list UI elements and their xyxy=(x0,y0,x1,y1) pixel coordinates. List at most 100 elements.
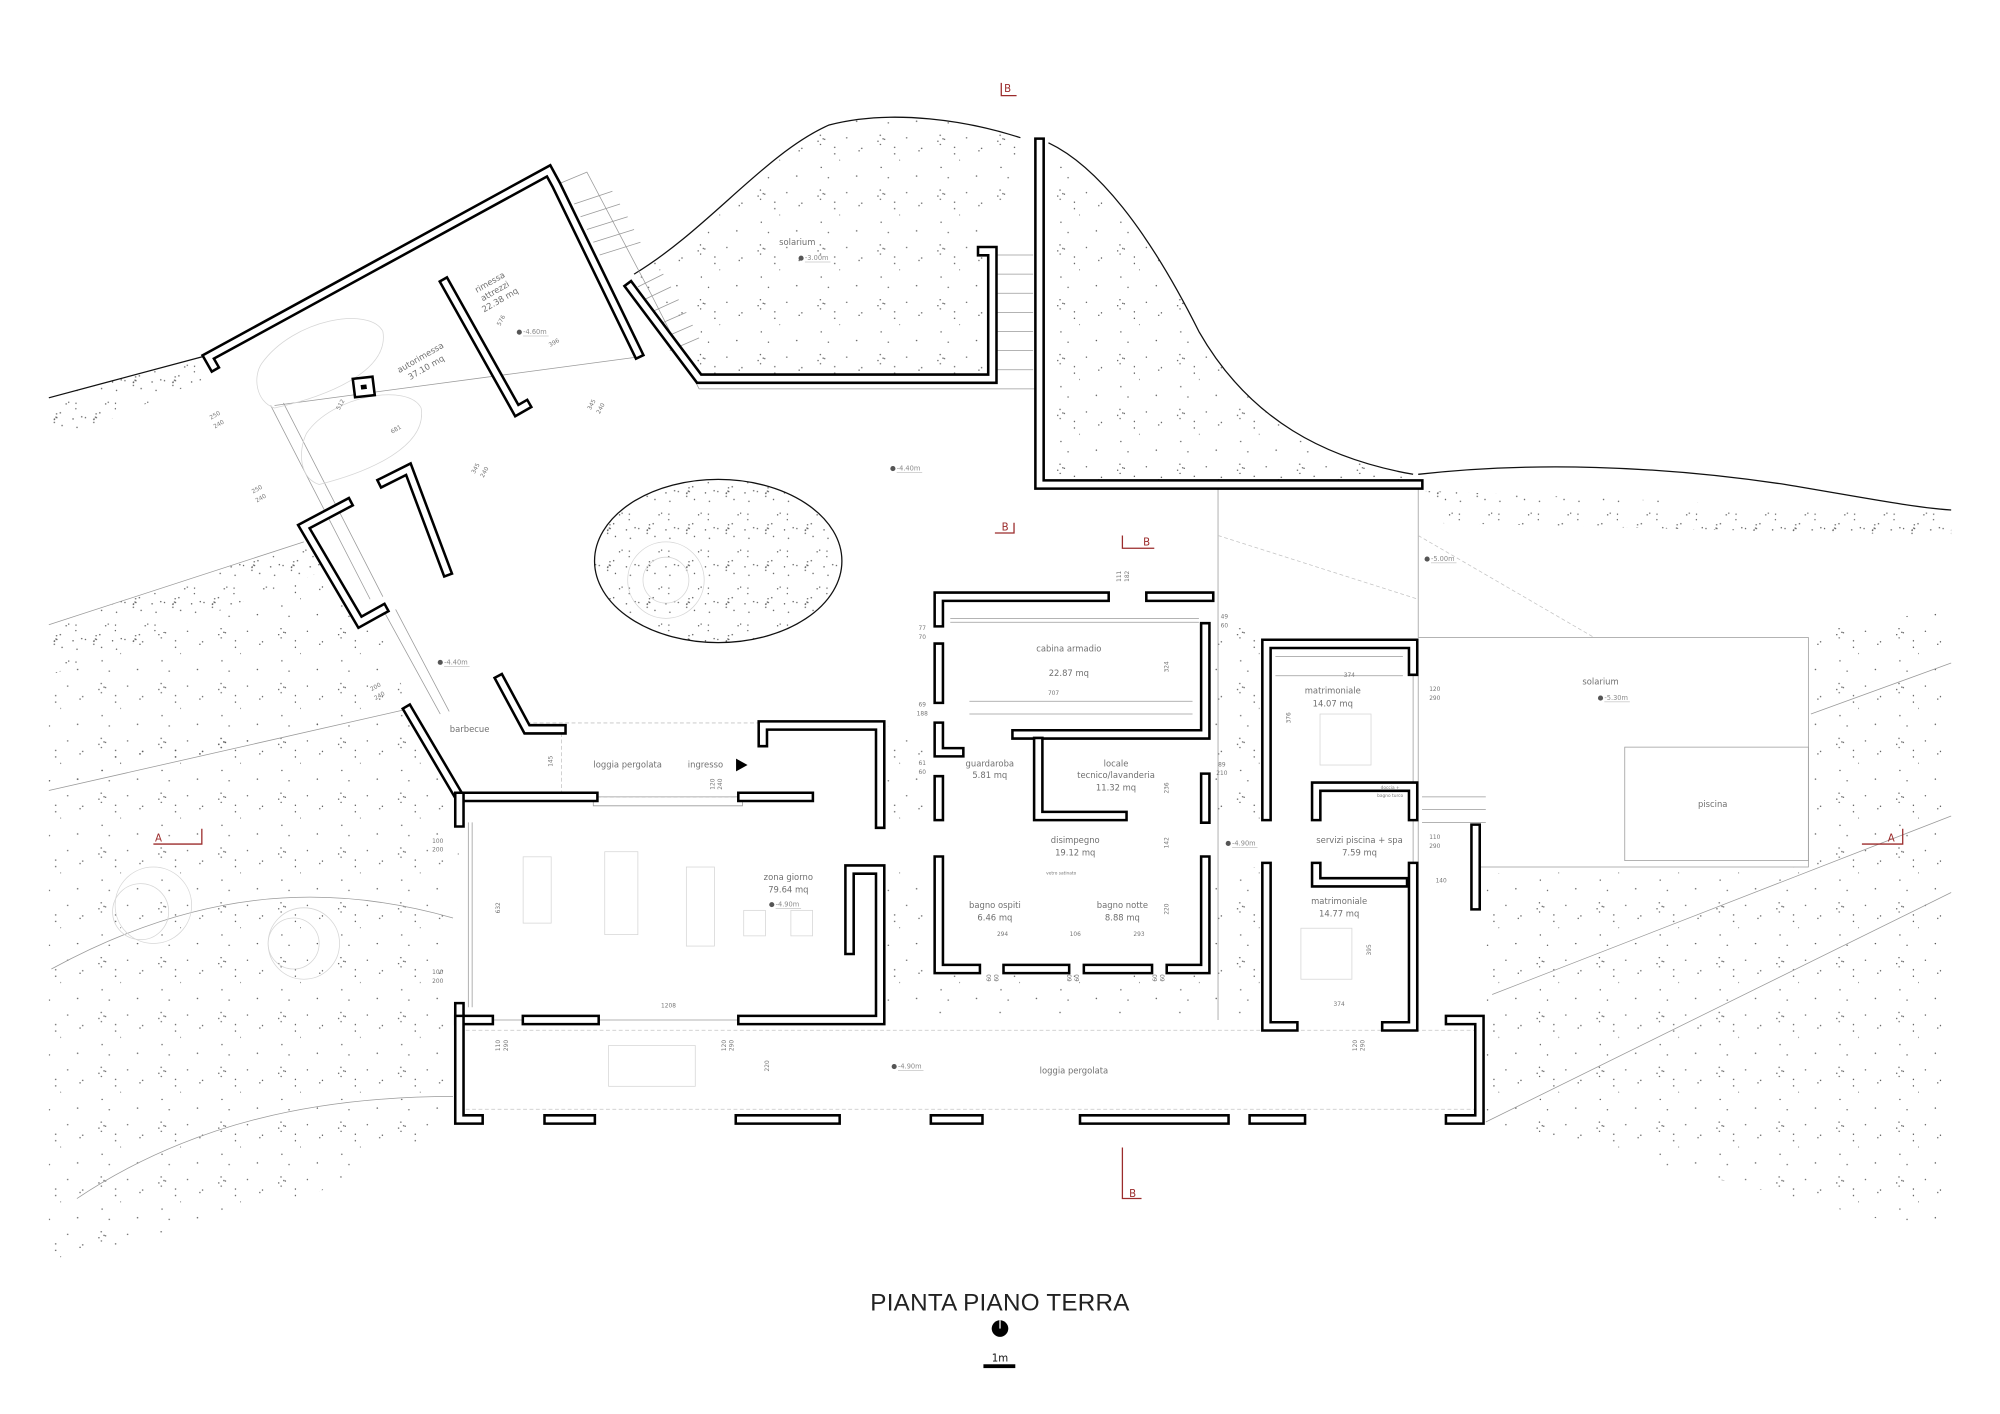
dimension-value: 110 xyxy=(496,1040,502,1051)
wall-inner xyxy=(1313,783,1416,819)
dimension-value: 250 xyxy=(251,484,264,495)
dimension-value: 60 xyxy=(1221,623,1229,629)
dimension-value: 111 xyxy=(1117,570,1123,581)
section-markers: B B B B A A xyxy=(153,82,1904,1200)
room-area: 8.88 mq xyxy=(1105,913,1140,923)
dimension-value: 200 xyxy=(432,848,443,854)
dimension-value: 345 xyxy=(587,398,598,411)
wall-inner xyxy=(204,166,642,370)
dimension-value: 69 xyxy=(918,702,926,708)
label-loggia: loggia pergolata xyxy=(1040,1066,1109,1076)
north-arrow-icon xyxy=(991,1320,1009,1337)
section-marker-b: B xyxy=(1143,538,1150,549)
dimension-value: 120 xyxy=(1429,687,1440,693)
room-name: matrimoniale xyxy=(1311,896,1367,906)
room-name: servizi piscina + spa xyxy=(1316,835,1402,845)
dimension-value: 293 xyxy=(1133,932,1144,938)
wall-inner xyxy=(1013,624,1209,738)
wall-inner xyxy=(935,723,963,756)
dimension-value: 240 xyxy=(213,419,226,430)
elevation-marker: -4.90m xyxy=(891,1062,924,1071)
dimension-value: 240 xyxy=(255,493,268,504)
bed-wall-south xyxy=(1261,861,1299,1032)
label-doccia: bagno turco xyxy=(1377,793,1403,799)
wall-inner xyxy=(354,378,374,396)
dimension-value: 106 xyxy=(1070,932,1081,938)
section-marker-b: B xyxy=(1002,522,1009,533)
wall-inner xyxy=(935,857,979,972)
wall-inner xyxy=(1263,641,1416,819)
living-wall-right xyxy=(737,864,886,1026)
bed-wall-south-east xyxy=(1380,861,1419,1032)
elevation-value: -4.90m xyxy=(776,901,800,909)
elevation-value: -4.60m xyxy=(523,328,547,336)
elevation-marker: -4.40m xyxy=(437,658,470,667)
wall-inner xyxy=(626,248,996,382)
drawing-title: PIANTA PIANO TERRA xyxy=(870,1290,1130,1317)
wall-inner xyxy=(379,465,451,575)
dimension-value: 240 xyxy=(373,691,386,702)
dimension-value: 707 xyxy=(1048,691,1059,697)
dimension-value: 220 xyxy=(1164,903,1170,914)
elevation-marker-icon xyxy=(1225,840,1231,846)
scale-label: 1m xyxy=(992,1354,1008,1365)
dimension-value: 290 xyxy=(504,1040,510,1051)
label-loggia: loggia pergolata xyxy=(593,760,662,770)
room-name: locale xyxy=(1104,758,1129,768)
dimension-value: 294 xyxy=(997,932,1008,938)
room-area: 6.46 mq xyxy=(977,913,1012,923)
elevation-value: -5.30m xyxy=(1604,694,1628,702)
room-area: 5.81 mq xyxy=(972,770,1007,780)
garage-wall-north xyxy=(200,163,646,374)
dimensions: 5763965126812502402502403452403452402002… xyxy=(209,314,1447,1071)
room-area: 7.59 mq xyxy=(1342,848,1377,858)
entry-box-wall xyxy=(757,720,886,830)
room-area: 11.32 mq xyxy=(1096,783,1136,793)
room-name: zona giorno xyxy=(764,872,813,882)
scale-bar xyxy=(983,1364,1016,1369)
dimension-value: 182 xyxy=(1125,570,1131,581)
elevation-value: -4.90m xyxy=(898,1062,922,1070)
section-marker-b: B xyxy=(1129,1189,1136,1200)
elevation-marker-icon xyxy=(437,659,443,665)
dimension-value: 240 xyxy=(480,466,491,479)
label-piscina: piscina xyxy=(1698,799,1728,809)
room-area: 14.07 mq xyxy=(1313,698,1353,708)
room-name: bagno ospiti xyxy=(969,900,1021,910)
room-name: disimpegno xyxy=(1051,835,1100,845)
elevation-value: -3.00m xyxy=(805,254,829,262)
section-marker-a: A xyxy=(1888,834,1895,845)
elevation-marker: -4.60m xyxy=(516,328,549,337)
wall-inner xyxy=(1035,739,1126,819)
section-marker-a: A xyxy=(155,834,162,845)
room-area: 19.12 mq xyxy=(1055,848,1095,858)
dimension-value: 290 xyxy=(730,1040,736,1051)
dimension-value: 1208 xyxy=(661,1003,676,1009)
dimension-value: 188 xyxy=(917,711,928,717)
elevation-marker-icon xyxy=(890,466,896,472)
wall-inner xyxy=(1383,864,1416,1030)
walls xyxy=(200,137,1485,1125)
dimension-value: 120 xyxy=(710,778,716,789)
dimension-value: 60 xyxy=(918,770,926,776)
elevation-marker-icon xyxy=(891,1064,897,1070)
dimension-value: 395 xyxy=(1367,944,1373,955)
elevation-marker: -5.30m xyxy=(1597,694,1630,703)
dimension-value: 240 xyxy=(596,402,607,415)
wall-inner xyxy=(1167,857,1209,972)
elevation-value: -4.40m xyxy=(444,658,468,666)
room-name: cabina armadio xyxy=(1036,644,1101,654)
terrain-stipple xyxy=(48,117,1952,1263)
dimension-value: 324 xyxy=(1164,661,1170,672)
dimension-value: 396 xyxy=(548,338,561,349)
bath-wall-east xyxy=(1165,855,1211,975)
elevation-value: -4.40m xyxy=(897,464,921,472)
room-area: 14.77 mq xyxy=(1319,909,1359,919)
dimension-value: 70 xyxy=(918,635,926,641)
label-solarium: solarium xyxy=(779,237,815,247)
dimension-value: 220 xyxy=(765,1060,771,1071)
dimension-value: 374 xyxy=(1344,673,1355,679)
label-solarium: solarium xyxy=(1582,677,1618,687)
wall-inner xyxy=(1313,864,1406,886)
